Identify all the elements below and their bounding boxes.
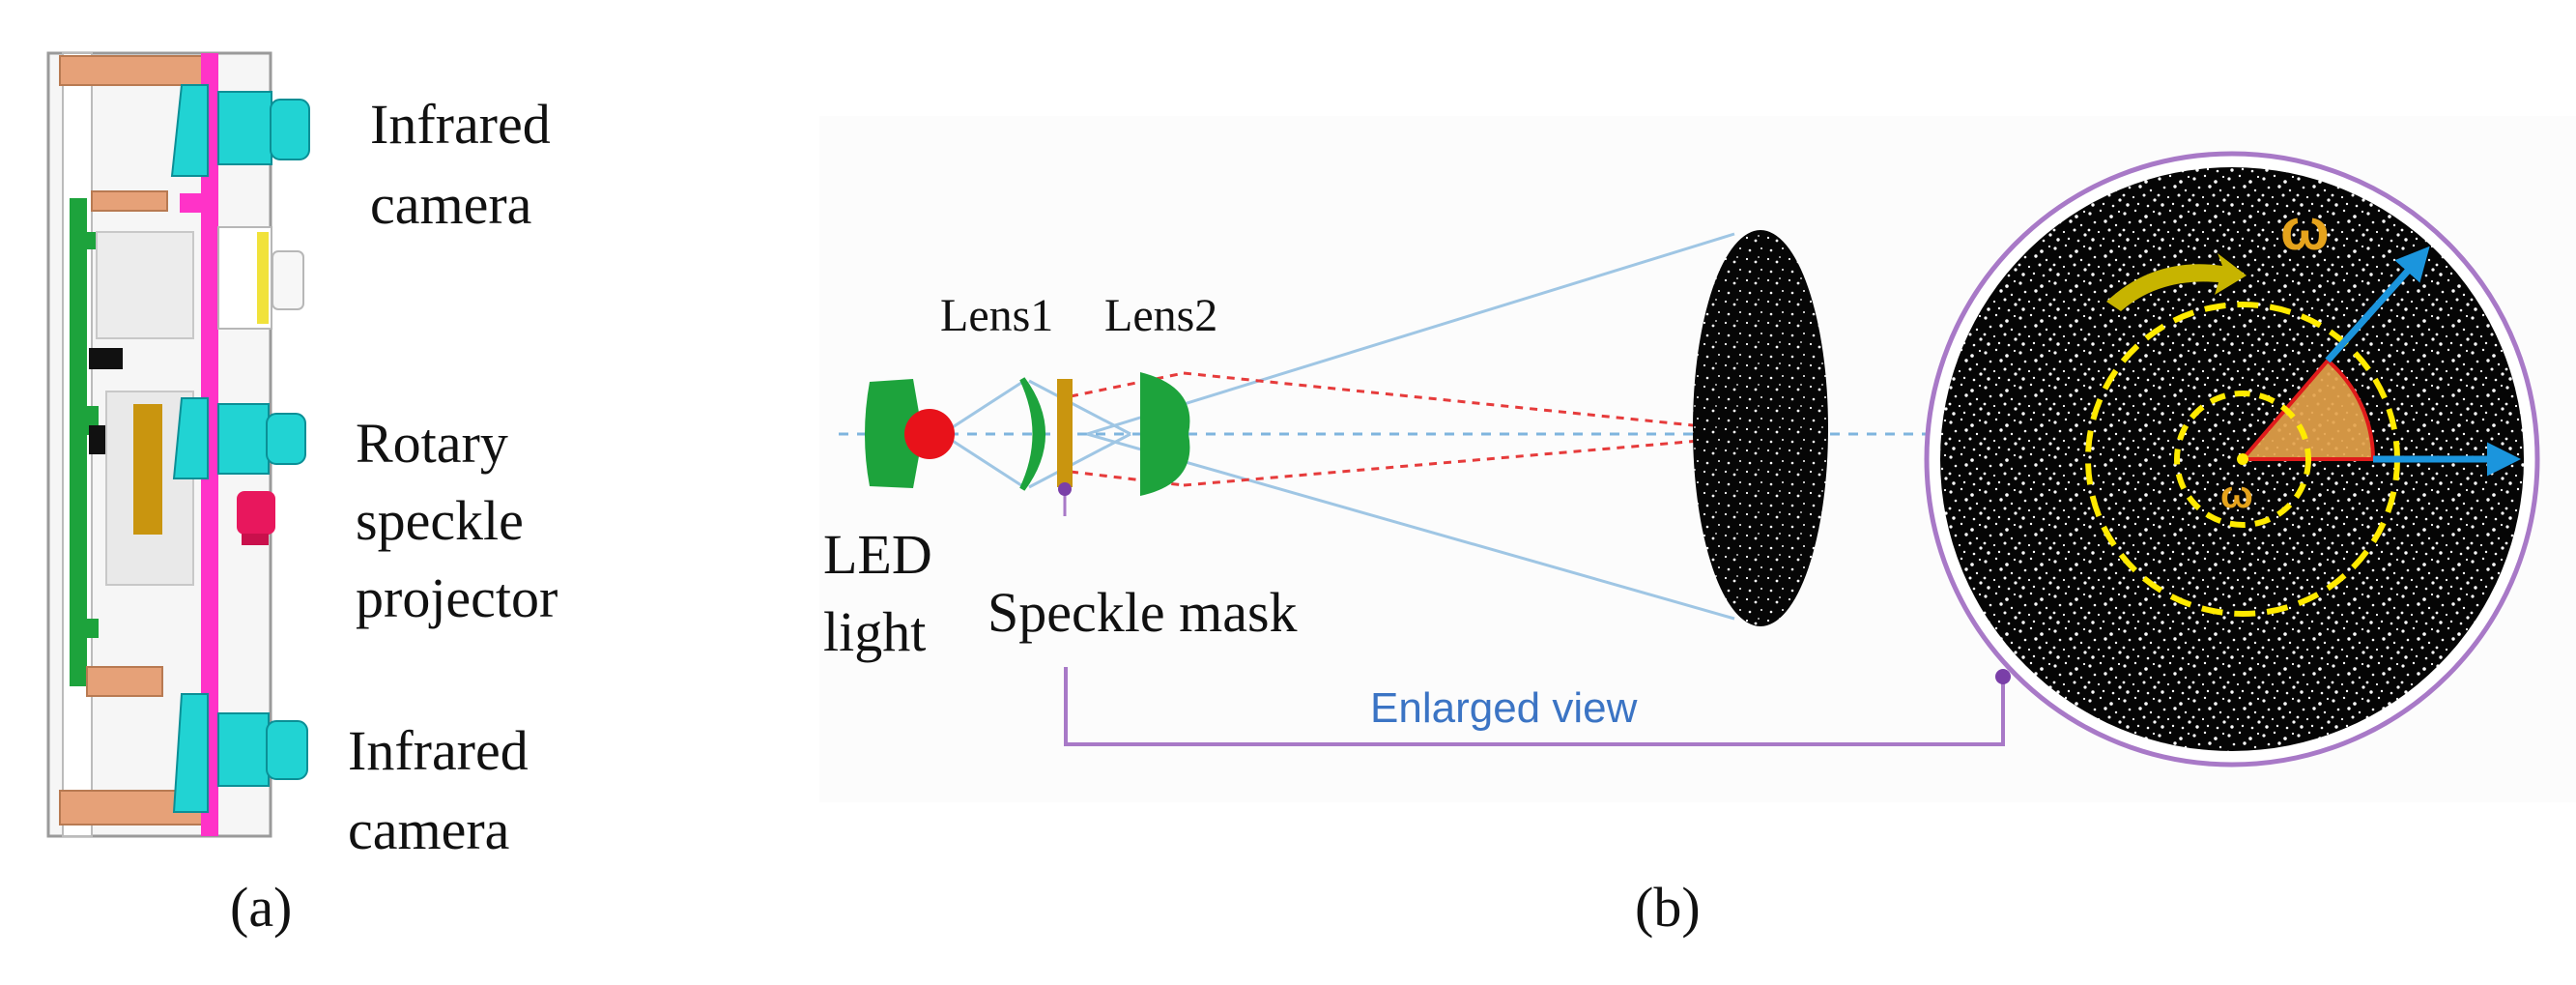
rotation-center (2237, 453, 2248, 465)
black-component-2 (89, 425, 106, 454)
led-ray-bottom (941, 432, 1025, 489)
rotation-sector (2243, 361, 2373, 459)
projection-ray-bottom (1086, 432, 1735, 621)
omega-upper-symbol: ω (2280, 197, 2330, 262)
magenta-plate-head (180, 193, 209, 213)
projection-ray-top (1086, 232, 1735, 436)
copper-layer-lower (86, 666, 163, 697)
red-ray-3 (1183, 371, 1779, 436)
led-ray-top (941, 379, 1025, 436)
top-camera-lens (270, 99, 310, 160)
red-motor (237, 491, 275, 535)
vector-arrow-upper (2325, 246, 2430, 363)
red-ray-1 (1070, 371, 1185, 398)
bottom-camera-lens (266, 720, 308, 780)
speckle-mask-label: Speckle mask (987, 581, 1298, 644)
green-pcb-tab-1 (83, 232, 99, 249)
rotary-label-line3: projector (356, 566, 558, 629)
led-label-line1: LED (823, 523, 932, 586)
lens1-label: Lens1 (940, 290, 1054, 341)
lens1 (1019, 377, 1045, 491)
black-component-1 (89, 348, 123, 369)
top-camera-mount (170, 84, 209, 177)
middle-camera-body (217, 403, 270, 475)
rotary-label-line1: Rotary (356, 412, 508, 475)
rotary-label-line2: speckle (356, 489, 524, 552)
inner-dashed-circle (2174, 391, 2311, 528)
copper-layer-upper (91, 190, 168, 212)
lens2 (1140, 372, 1190, 496)
copper-layer-top (59, 55, 206, 86)
middle-camera-mount (172, 397, 209, 479)
lens2-label: Lens2 (1104, 290, 1218, 341)
green-pcb-tab-3 (83, 619, 99, 638)
rotation-arrow (2106, 253, 2247, 311)
led-red-dot (904, 409, 955, 459)
infrared-camera-top-label-line2: camera (370, 173, 532, 236)
lens1-ray-bottom (1028, 432, 1131, 489)
infrared-camera-top-label-line1: Infrared (370, 93, 551, 156)
inner-block-1 (96, 231, 194, 339)
magenta-plate (201, 53, 218, 836)
middle-camera-lens (266, 413, 306, 465)
enlarged-view-anchor (1995, 669, 2011, 684)
gold-projector-part (133, 404, 162, 535)
enlarged-speckle-disc (1940, 167, 2524, 751)
sector-arc (2326, 359, 2375, 460)
lens-housing-yellow (257, 232, 269, 324)
caption-b: (b) (1635, 876, 1701, 939)
led-housing (865, 379, 923, 488)
red-motor-shaft (242, 534, 269, 545)
red-ray-4 (1183, 432, 1779, 487)
lens1-ray-top (1028, 379, 1131, 436)
lens-housing-cap (272, 250, 304, 310)
omega-lower-symbol: ω (2220, 474, 2253, 516)
bottom-camera-mount (172, 693, 209, 813)
led-label-line2: light (823, 600, 927, 663)
speckle-mask-pin (1058, 482, 1072, 496)
enlarged-view-label: Enlarged view (1370, 684, 1638, 732)
green-pcb-board (70, 198, 87, 686)
projected-speckle-pattern (1693, 230, 1828, 626)
enlarged-view-connector (1064, 667, 2005, 746)
caption-a: (a) (230, 876, 293, 939)
infrared-camera-bottom-label-line2: camera (348, 798, 510, 861)
speckle-mask (1057, 379, 1073, 487)
red-ray-2 (1070, 470, 1185, 487)
infrared-camera-bottom-label-line1: Infrared (348, 719, 529, 782)
